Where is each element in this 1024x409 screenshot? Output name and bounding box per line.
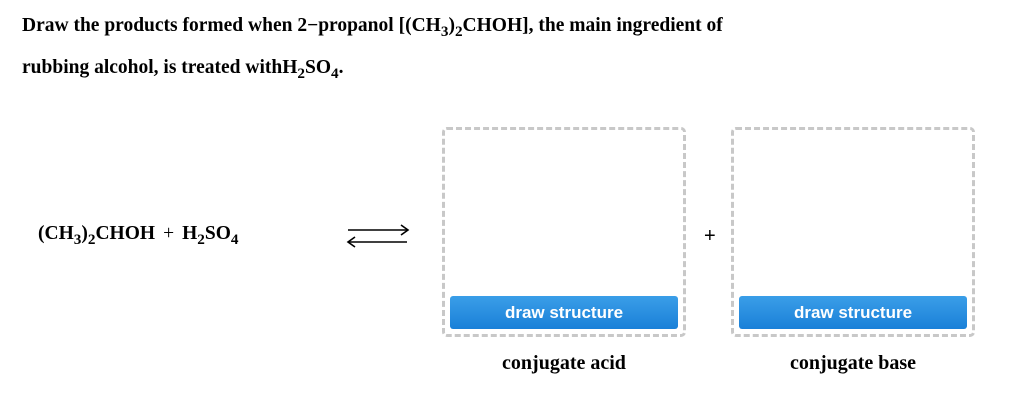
question-line-1: Draw the products formed when 2−propanol… bbox=[22, 15, 723, 40]
products-plus-sign: + bbox=[704, 225, 716, 247]
plus-operator: + bbox=[163, 223, 175, 244]
question-text: ], the main ingredient of bbox=[522, 15, 723, 36]
question-line-2: rubbing alcohol, is treated withH2SO4. bbox=[22, 57, 344, 82]
conjugate-base-label: conjugate base bbox=[789, 352, 917, 374]
question-text: rubbing alcohol, is treated with bbox=[22, 57, 283, 78]
propanol-formula: (CH3)2CHOH bbox=[405, 15, 523, 40]
conjugate-acid-label: conjugate acid bbox=[502, 352, 626, 374]
reactant-sulfuric-acid: H2SO4 bbox=[182, 223, 239, 248]
sulfuric-acid-formula: H2SO4 bbox=[282, 57, 339, 82]
draw-structure-button-acid[interactable]: draw structure bbox=[450, 296, 678, 329]
reactant-propanol: (CH3)2CHOH bbox=[38, 223, 156, 248]
conjugate-acid-drawing-area[interactable]: draw structure bbox=[442, 127, 686, 337]
draw-structure-button-base[interactable]: draw structure bbox=[739, 296, 967, 329]
question-text: Draw the products formed when 2−propanol… bbox=[22, 15, 406, 36]
reaction-equation: (CH3)2CHOH + H2SO4 bbox=[38, 223, 239, 248]
conjugate-base-drawing-area[interactable]: draw structure bbox=[731, 127, 975, 337]
equilibrium-arrows-icon bbox=[346, 224, 410, 248]
